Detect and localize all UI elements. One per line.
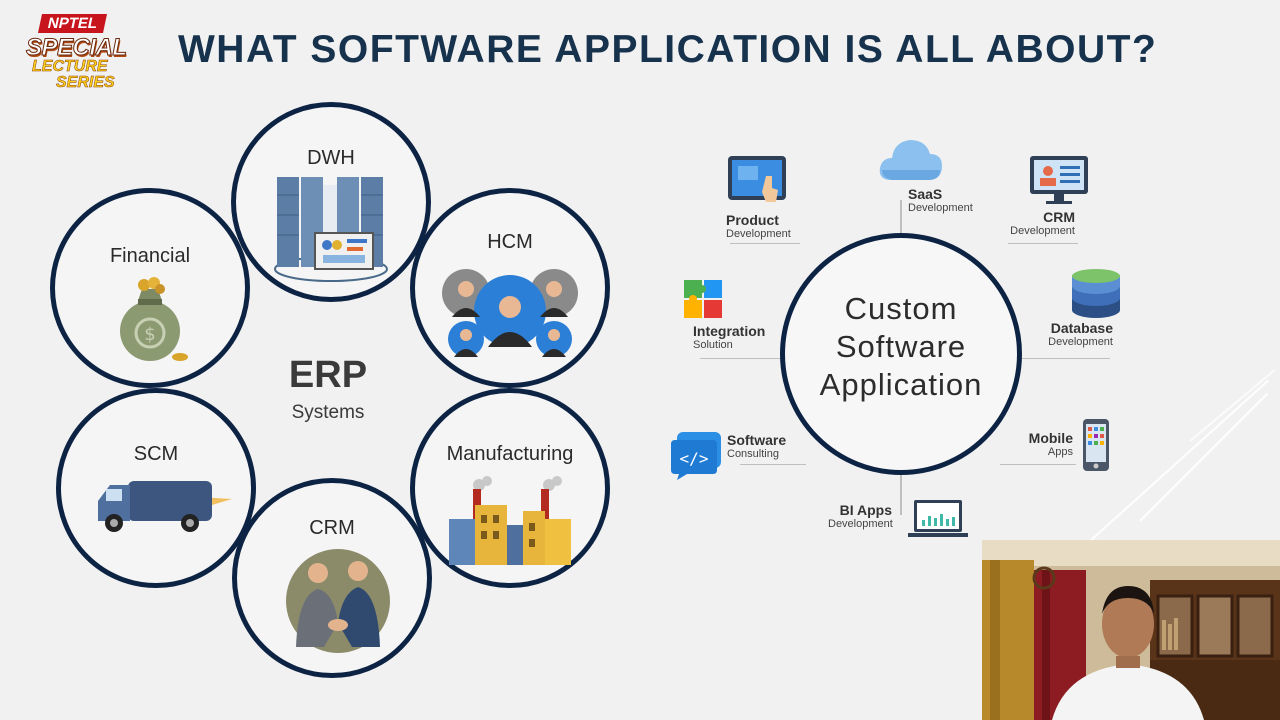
service-integration: Integration Solution [693, 323, 765, 351]
service-integration-sub: Solution [693, 339, 733, 351]
code-bubble-icon: </> [671, 432, 721, 480]
service-saas-title: SaaS [908, 186, 943, 202]
service-bi-sub: Development [828, 518, 893, 530]
slide-title: WHAT SOFTWARE APPLICATION IS ALL ABOUT? [178, 28, 1158, 71]
logo-nptel: NPTEL [37, 14, 108, 33]
module-hcm: HCM [410, 188, 610, 388]
service-crm-sub: Development [1010, 225, 1075, 237]
svg-text:</>: </> [680, 449, 709, 468]
connector-line [1000, 464, 1076, 465]
module-manufacturing: Manufacturing [410, 388, 610, 588]
connector-line [1020, 358, 1110, 359]
module-label: SCM [133, 443, 179, 465]
svg-text:$: $ [144, 324, 155, 345]
hub-text: Custom Software Application [785, 290, 1017, 404]
connector-line [700, 358, 782, 359]
nptel-logo: NPTEL SPECIAL LECTURE SERIES [26, 14, 132, 92]
laptop-chart-icon [908, 500, 968, 537]
service-product: Product Development [726, 212, 791, 240]
decorative-line [1189, 369, 1275, 442]
logo-lecture: LECTURE [32, 58, 108, 76]
crm-monitor-icon [1030, 156, 1088, 204]
service-saas-sub: Development [908, 202, 973, 214]
database-icon [1072, 269, 1120, 318]
module-label: Financial [109, 245, 191, 267]
presenter-webcam [982, 540, 1280, 720]
hub-line-2: Software [835, 329, 967, 364]
connector-line [730, 243, 800, 244]
logo-special: SPECIAL [26, 34, 128, 62]
decorative-line [1089, 379, 1270, 542]
module-crm: CRM [232, 478, 432, 678]
module-label: CRM [309, 517, 355, 539]
service-mobile: Mobile Apps [1019, 430, 1073, 458]
service-bi-title: BI Apps [839, 502, 892, 518]
module-dwh: DWH [231, 102, 431, 302]
service-crm: CRM Development [1007, 209, 1075, 237]
hub-line-3: Application [819, 367, 983, 402]
puzzle-icon [684, 280, 722, 318]
connector-line [740, 464, 806, 465]
service-crm-title: CRM [1043, 209, 1075, 225]
factory-icon [449, 476, 571, 565]
module-scm: SCM [56, 388, 256, 588]
service-consulting-title: Software [727, 432, 787, 448]
custom-software-hub: Custom Software Application [780, 233, 1022, 475]
mobile-phone-icon [1083, 419, 1109, 471]
team-people-icon [442, 269, 578, 357]
delivery-truck-icon [98, 481, 232, 532]
connector-line [1008, 243, 1078, 244]
service-database-sub: Development [1048, 336, 1113, 348]
service-saas: SaaS Development [908, 186, 973, 214]
erp-subtitle: Systems [291, 402, 365, 423]
service-product-title: Product [726, 212, 779, 228]
erp-title: ERP [288, 354, 368, 396]
handshake-icon [286, 549, 390, 653]
money-bag-icon: $ [120, 277, 188, 361]
cloud-icon [879, 140, 942, 180]
service-mobile-sub: Apps [1047, 446, 1073, 458]
connector-line [900, 475, 902, 515]
service-integration-title: Integration [693, 323, 766, 339]
service-database: Database Development [1041, 320, 1113, 348]
service-consulting-sub: Consulting [727, 448, 779, 460]
service-mobile-title: Mobile [1028, 430, 1073, 446]
connector-line [900, 200, 902, 234]
decorative-line [1139, 393, 1268, 522]
service-consulting: Software Consulting [727, 432, 786, 460]
hub-line-1: Custom [844, 291, 958, 326]
presenter-video-frame [982, 540, 1280, 720]
service-product-sub: Development [726, 228, 791, 240]
module-label: Manufacturing [446, 443, 574, 465]
service-database-title: Database [1050, 320, 1113, 336]
tablet-touch-icon [728, 156, 786, 202]
server-rack-icon [274, 177, 388, 282]
module-label: HCM [487, 231, 533, 253]
service-bi: BI Apps Development [828, 502, 893, 530]
module-financial: Financial $ [50, 188, 250, 388]
module-label: DWH [307, 147, 355, 169]
logo-series: SERIES [56, 74, 115, 92]
